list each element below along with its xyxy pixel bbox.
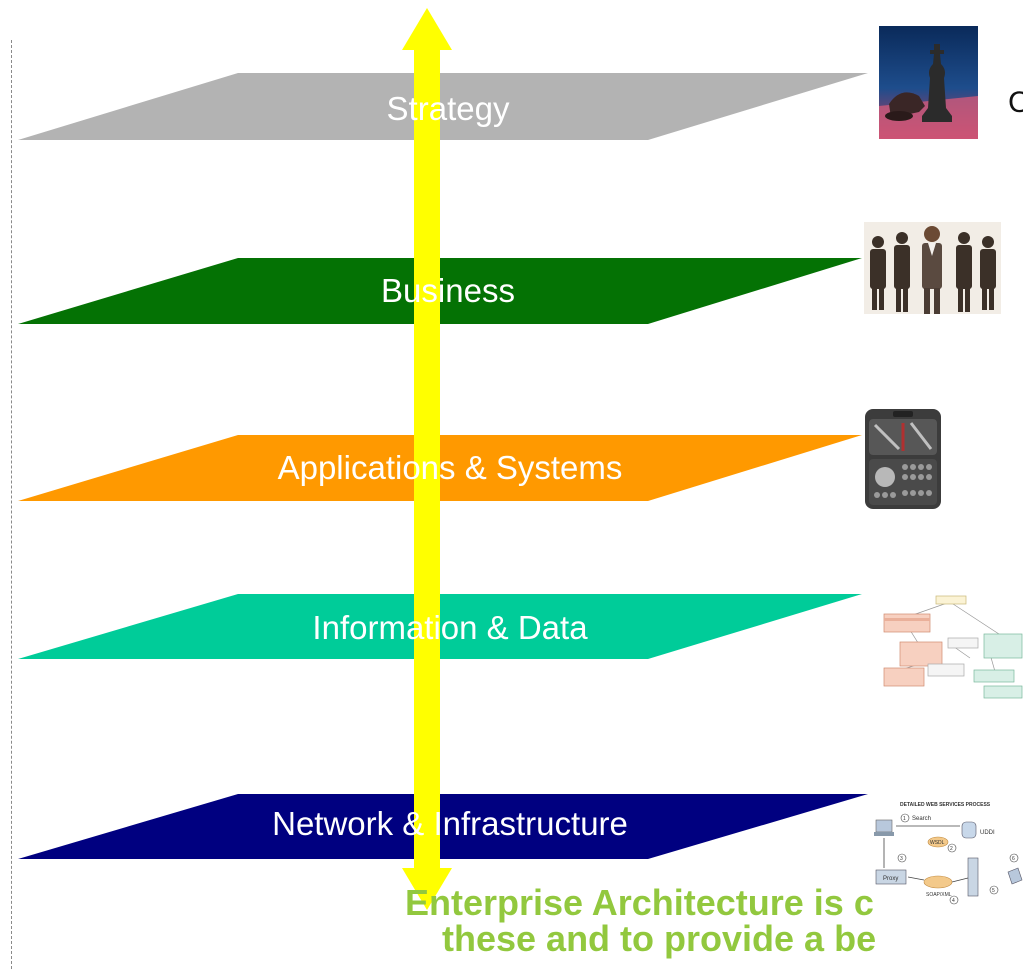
- caption-line-2: these and to provide a be: [442, 918, 877, 959]
- step-4: 4: [952, 898, 955, 904]
- proxy-label: Proxy: [883, 876, 898, 882]
- step-3: 3: [900, 856, 903, 862]
- caption-line-1: Enterprise Architecture is c: [405, 882, 874, 923]
- layer-label-business: Business: [381, 272, 515, 309]
- search-label: Search: [912, 816, 931, 822]
- layer-label-network: Network & Infrastructure: [272, 805, 628, 842]
- toolkit-photo: [863, 405, 943, 513]
- layer-label-applications: Applications & Systems: [277, 449, 623, 486]
- data-model-diagram: [880, 590, 1023, 700]
- step-6: 6: [1012, 856, 1015, 862]
- soap-xml-label: SOAP/XML: [926, 892, 952, 898]
- business-people-photo: [864, 222, 1001, 314]
- web-services-title: DETAILED WEB SERVICES PROCESS: [900, 802, 991, 808]
- wsdl-label: WSDL: [930, 840, 945, 846]
- chess-pieces-photo: [879, 26, 978, 139]
- step-5: 5: [992, 888, 995, 894]
- vertical-double-arrow: [402, 8, 452, 910]
- layer-plane-strategy: [18, 73, 868, 140]
- cropped-edge-text: C: [1008, 86, 1023, 119]
- layer-label-information: Information & Data: [312, 609, 588, 646]
- uddi-label: UDDI: [980, 830, 995, 836]
- layer-plane-network: [18, 794, 868, 859]
- layer-label-strategy: Strategy: [386, 90, 510, 127]
- web-services-diagram: DETAILED WEB SERVICES PROCESS 1 Search U…: [872, 796, 1023, 918]
- step-2: 2: [950, 846, 953, 852]
- step-1: 1: [903, 816, 906, 822]
- left-dashed-guide: [11, 40, 12, 969]
